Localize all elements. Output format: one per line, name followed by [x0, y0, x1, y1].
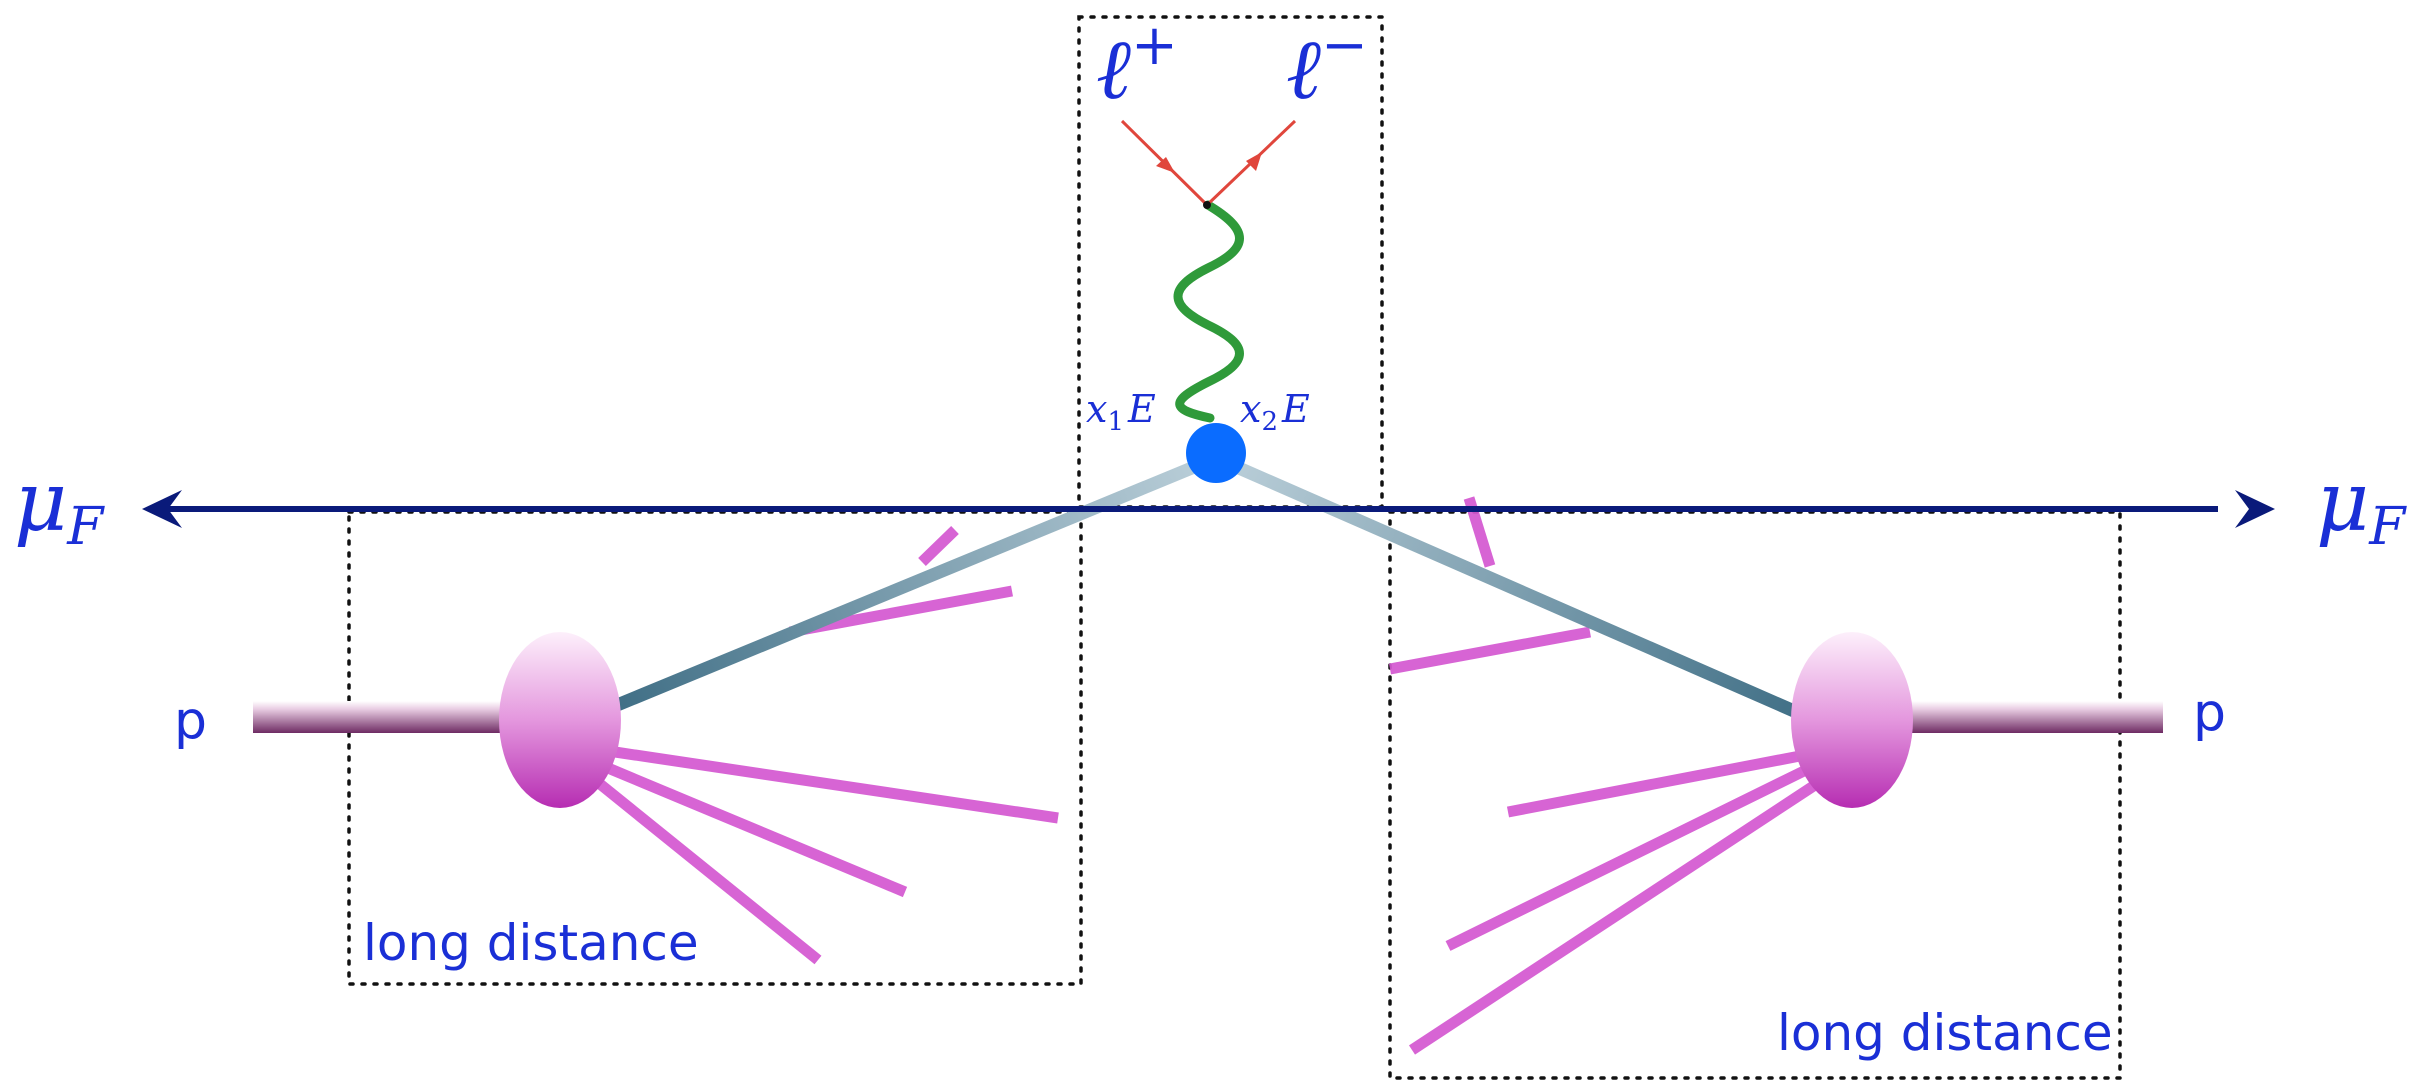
mu-f-right-label: μF — [2316, 455, 2407, 557]
vector-boson-line — [1178, 205, 1240, 418]
lepton-minus-arrow — [1246, 152, 1262, 171]
lepton-vertex — [1203, 201, 1211, 209]
right-proton-label: p — [2193, 683, 2226, 743]
left-parton-line — [610, 458, 1216, 708]
right-jet-3 — [1412, 785, 1815, 1050]
left-jet-1 — [615, 752, 1058, 818]
right-jet-4 — [1390, 632, 1590, 669]
right-proton-blob — [1791, 632, 1913, 808]
mu-f-left-label: μF — [14, 455, 105, 557]
right-parton-line — [1216, 458, 1810, 718]
right-proton-beam — [1875, 701, 2163, 733]
hard-scattering-vertex — [1186, 423, 1246, 483]
left-jet-5 — [922, 530, 955, 562]
left-remnant-jets — [600, 530, 1058, 960]
right-remnant-jets — [1390, 498, 1815, 1050]
left-proton-label: p — [174, 691, 207, 751]
lepton-plus-label: ℓ+ — [1096, 13, 1178, 118]
right-jet-2 — [1448, 770, 1806, 946]
lepton-minus-label: ℓ− — [1286, 13, 1368, 118]
left-proton-blob — [499, 632, 621, 808]
left-long-distance-label: long distance — [363, 914, 699, 972]
factorization-scale-arrow — [142, 490, 2275, 528]
right-jet-1 — [1508, 756, 1800, 812]
scale-arrowhead-right — [2235, 490, 2275, 528]
right-long-distance-label: long distance — [1777, 1004, 2113, 1062]
